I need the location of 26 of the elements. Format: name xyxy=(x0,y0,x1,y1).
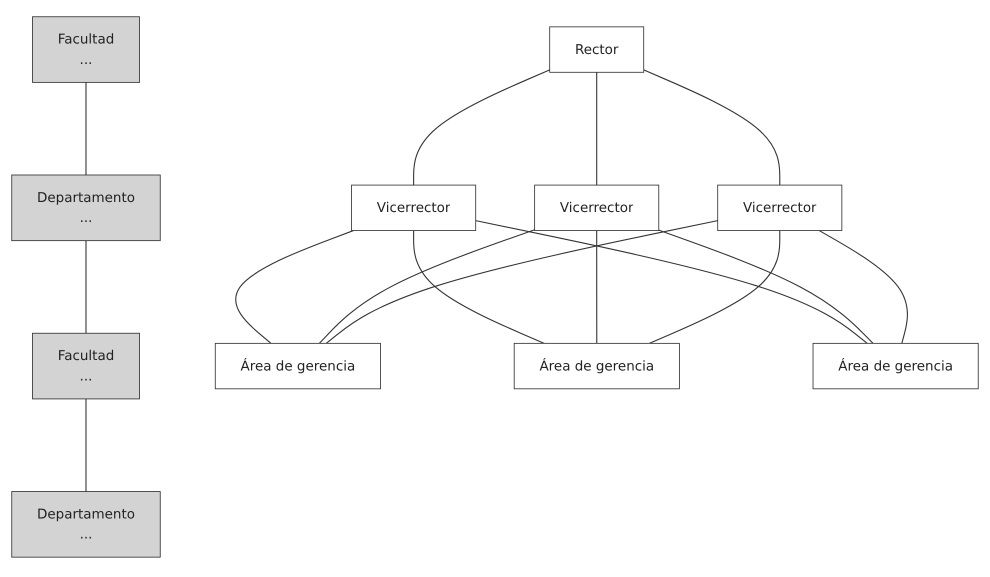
node-box: Área de gerencia xyxy=(214,342,381,389)
connector xyxy=(413,68,550,185)
connector xyxy=(476,220,868,344)
connector xyxy=(85,398,87,492)
connector xyxy=(649,230,780,344)
connector xyxy=(235,230,354,344)
node-box: Departamento ... xyxy=(11,174,161,241)
node-box: Vicerrector xyxy=(717,184,842,231)
connector xyxy=(818,230,908,344)
node-box: Área de gerencia xyxy=(812,342,979,389)
connector xyxy=(644,68,780,185)
node-box: Rector xyxy=(549,26,644,72)
node-box: Departamento ... xyxy=(11,490,161,558)
node-box: Vicerrector xyxy=(351,184,476,231)
connector xyxy=(318,228,535,344)
node-box: Facultad ... xyxy=(32,332,140,399)
connector xyxy=(413,230,544,344)
connector xyxy=(326,220,718,344)
node-box: Vicerrector xyxy=(534,184,660,231)
connector xyxy=(596,72,598,185)
node-box: Área de gerencia xyxy=(514,342,680,389)
node-box: Facultad ... xyxy=(32,16,140,82)
connector xyxy=(658,229,874,344)
connector xyxy=(85,240,87,333)
connector xyxy=(85,82,87,175)
connector xyxy=(596,230,598,343)
